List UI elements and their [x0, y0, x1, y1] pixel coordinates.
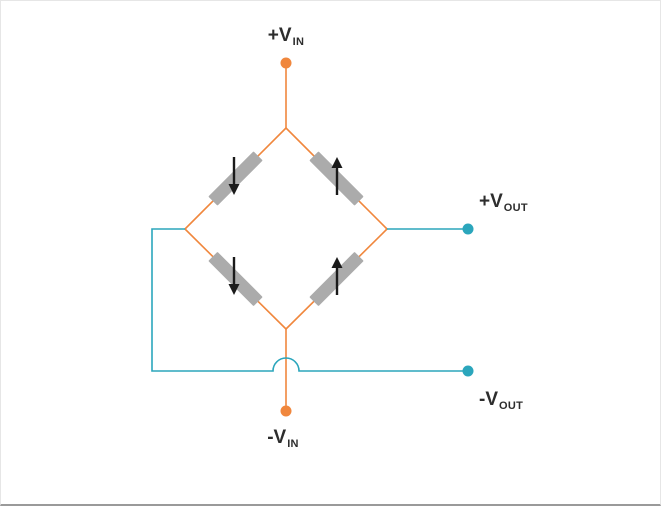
strain-arrow-down-bottom-left — [228, 257, 240, 295]
vout-neg-terminal-dot — [462, 365, 474, 377]
arrow-head-down — [228, 184, 240, 195]
strain-gauge-bar — [208, 252, 263, 306]
vout-neg-label: -VOUT — [479, 389, 523, 413]
vout-neg-label-main: -V — [479, 389, 498, 410]
strain-gauge-bottom-left — [208, 252, 263, 306]
vin-pos-label-main: +V — [267, 25, 292, 46]
vin-neg-label-sub: IN — [287, 438, 299, 450]
vin-neg-label: -VIN — [267, 427, 299, 451]
vout-neg-label-sub: OUT — [499, 400, 524, 412]
strain-gauge-top-left — [208, 151, 263, 206]
arrow-head-up — [331, 157, 343, 168]
arrow-head-up — [331, 257, 343, 268]
vin-neg-label-main: -V — [267, 427, 287, 448]
vin-neg-terminal-dot — [280, 405, 292, 417]
strain-arrow-down-top-left — [228, 157, 240, 195]
vout-pos-label: +VOUT — [479, 191, 528, 215]
vout-pos-label-main: +V — [479, 191, 503, 212]
vin-pos-label: +VIN — [267, 25, 304, 49]
vin-pos-label-sub: IN — [292, 36, 305, 48]
arrow-head-down — [228, 284, 240, 295]
strain-arrow-up-top-right — [331, 157, 343, 195]
strain-gauge-bar — [208, 151, 263, 206]
vout-pos-label-sub: OUT — [503, 202, 528, 214]
vout-pos-terminal-dot — [462, 223, 474, 235]
strain-arrow-up-bottom-right — [331, 257, 343, 295]
vin-pos-terminal-dot — [280, 57, 292, 69]
vout-neg-lead-wire-with-hop — [151, 228, 468, 372]
